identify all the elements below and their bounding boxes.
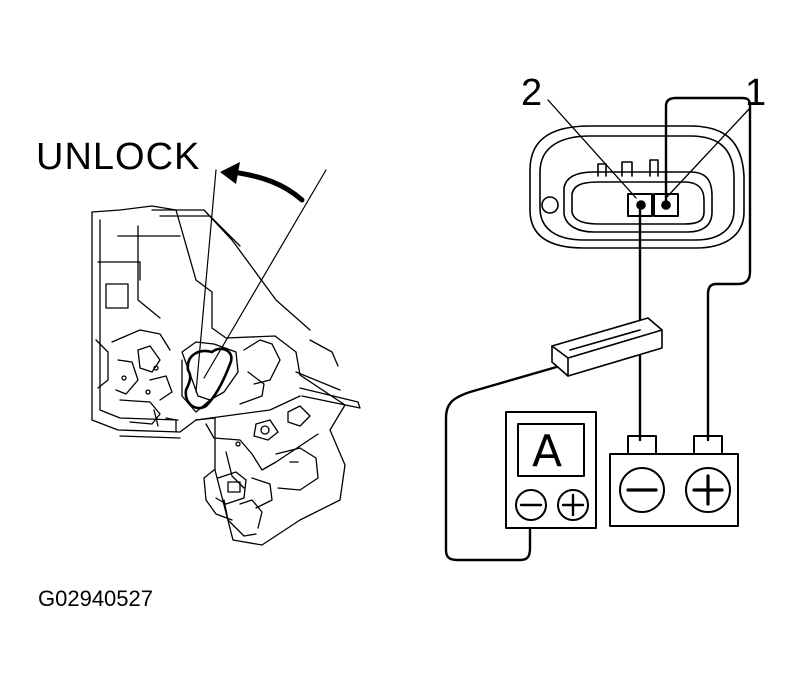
figure-id: G02940527 bbox=[38, 586, 153, 611]
unlock-arrow bbox=[220, 162, 305, 203]
lock-motor-connector bbox=[529, 125, 745, 249]
battery-icon bbox=[609, 435, 739, 527]
plus-terminal-icon bbox=[685, 467, 731, 513]
ammeter-icon bbox=[505, 411, 597, 529]
current-clamp-icon bbox=[551, 317, 663, 377]
ammeter-letter: A bbox=[532, 426, 563, 477]
door-lock-assembly bbox=[91, 169, 361, 546]
pin-2-label: 2 bbox=[521, 72, 543, 114]
pin-1-label: 1 bbox=[745, 72, 767, 114]
minus-terminal-icon bbox=[619, 467, 665, 513]
unlock-label: UNLOCK bbox=[36, 136, 201, 178]
pin-leader-lines bbox=[547, 99, 751, 199]
